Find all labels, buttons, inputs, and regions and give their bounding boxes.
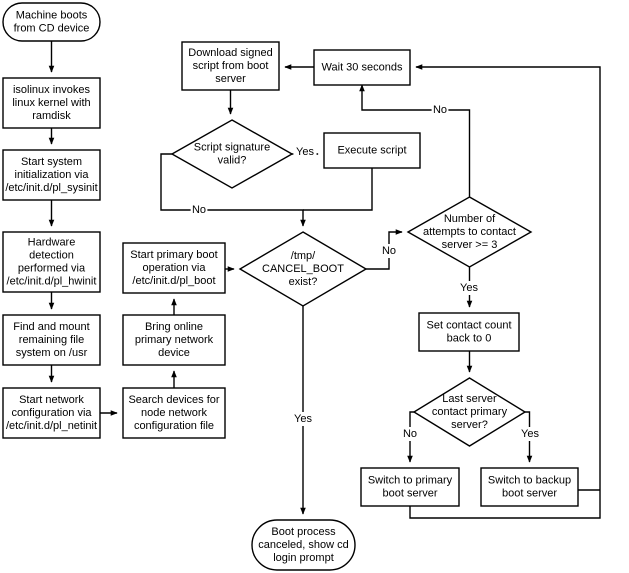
edge-label-bg — [380, 244, 398, 258]
node-shape-execute-script — [323, 132, 421, 169]
node-shape-bring-online — [122, 314, 226, 366]
edge-sigvalid-no-loop — [160, 153, 306, 227]
node-shape-cancel-boot — [238, 231, 368, 307]
edge-label-bg — [401, 427, 419, 441]
label-lastprimary-no: No — [403, 428, 417, 440]
edge-label-bg — [457, 281, 481, 295]
node-shape-netinit — [2, 387, 101, 439]
edge-label-bg — [190, 203, 208, 217]
edge-attempts-no-to-wait — [359, 84, 471, 197]
edge-lastprimary-yes-to-switchbackup — [525, 411, 533, 463]
edge-label-bg — [291, 412, 315, 426]
node-shape-mountusr — [2, 314, 101, 366]
node-shape-download-script — [181, 41, 280, 91]
node-shape-switch-backup — [480, 467, 579, 507]
node-execute-script[interactable]: Execute script — [323, 132, 421, 169]
edge-label-bg — [293, 145, 317, 159]
node-shape-boot-canceled — [251, 519, 356, 571]
label-cancelboot-no: No — [382, 245, 396, 257]
node-shape-attempts — [406, 196, 533, 268]
node-shape-set-count — [418, 312, 520, 352]
label-attempts-no: No — [433, 104, 447, 116]
node-shape-search-devices — [122, 387, 226, 439]
edge-execute-to-cancelboot-join — [303, 168, 373, 211]
node-shape-switch-primary — [360, 467, 460, 507]
node-shape-wait-30 — [313, 49, 411, 86]
node-shape-hwinit — [2, 231, 101, 293]
node-label-wait-30: Wait 30 seconds — [322, 61, 403, 73]
node-shape-pl-boot — [122, 242, 226, 294]
label-lastprimary-yes: Yes — [521, 428, 539, 440]
edge-switchprimary-return — [409, 64, 601, 519]
edge-label-bg — [518, 427, 542, 441]
node-wait-30[interactable]: Wait 30 seconds — [313, 49, 411, 86]
node-shape-last-primary — [412, 377, 527, 447]
edge-label-bg — [431, 103, 449, 117]
node-shape-start-cd — [2, 2, 101, 42]
label-cancelboot-yes: Yes — [294, 413, 312, 425]
label-attempts-yes: Yes — [460, 282, 478, 294]
node-label-execute-script: Execute script — [337, 144, 406, 156]
label-sigvalid-no: No — [192, 204, 206, 216]
node-shape-isolinux — [2, 77, 101, 129]
node-shape-sysinit — [2, 149, 101, 201]
label-sigvalid-yes: Yes — [296, 146, 314, 158]
node-shape-sig-valid — [170, 119, 294, 189]
